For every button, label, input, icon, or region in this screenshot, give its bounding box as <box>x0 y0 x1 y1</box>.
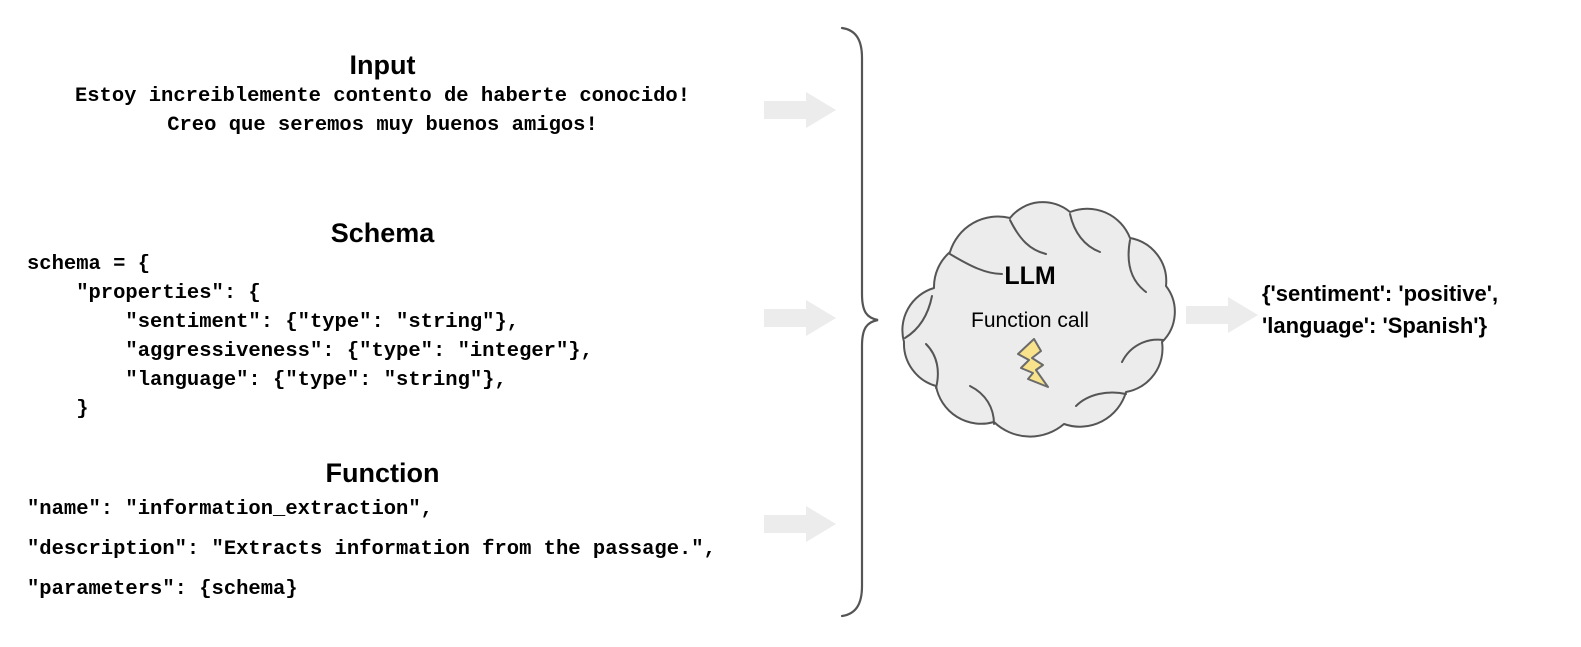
llm-cloud-shape <box>874 196 1186 440</box>
curly-brace-right-icon <box>836 24 884 620</box>
arrow-right-icon-function <box>764 506 836 542</box>
schema-line-3: "sentiment": {"type": "string"}, <box>27 311 520 334</box>
function-heading: Function <box>325 458 440 488</box>
input-line-1: Estoy increiblemente contento de haberte… <box>74 85 691 108</box>
arrow-right-icon-input <box>764 92 836 128</box>
function-line-3: "parameters": {schema} <box>27 578 298 601</box>
schema-line-2: "properties": { <box>27 282 261 305</box>
function-line-1: "name": "information_extraction", <box>27 498 433 521</box>
arrow-right-icon-schema <box>764 300 836 336</box>
input-section: Input Estoy increiblemente contento de h… <box>0 48 765 140</box>
schema-line-4: "aggressiveness": {"type": "integer"}, <box>27 340 593 363</box>
schema-line-5: "language": {"type": "string"}, <box>27 369 507 392</box>
arrow-right-icon-output <box>1186 297 1258 333</box>
input-line-2: Creo que seremos muy buenos amigos! <box>167 114 598 137</box>
function-line-2: "description": "Extracts information fro… <box>27 538 716 561</box>
schema-line-1: schema = { <box>27 253 151 276</box>
schema-line-6: } <box>27 398 89 421</box>
output-result-text: {'sentiment': 'positive', 'language': 'S… <box>1262 281 1499 338</box>
schema-section: Schema schema = { "properties": { "senti… <box>0 216 765 424</box>
input-heading: Input <box>349 50 416 80</box>
schema-heading: Schema <box>330 218 435 248</box>
function-section: Function "name": "information_extraction… <box>0 456 765 610</box>
